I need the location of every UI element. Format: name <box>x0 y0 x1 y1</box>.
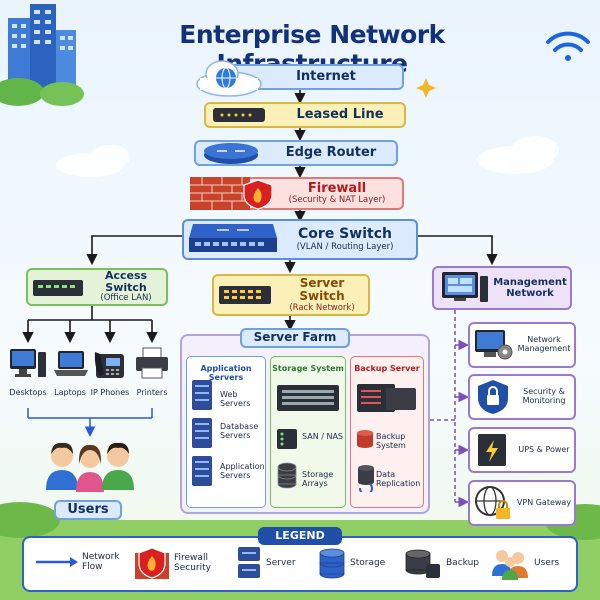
wifi-icon <box>546 31 590 61</box>
server-switch-sublabel: (Rack Network) <box>289 302 355 313</box>
desktop-icon <box>10 349 46 377</box>
cloud-globe-icon <box>196 60 262 97</box>
backup-icon <box>405 549 440 578</box>
data-replication-icon <box>358 465 374 492</box>
endpoint-laptops-label: Laptops <box>54 388 86 397</box>
management-network-label: Management Network <box>493 277 567 299</box>
router-icon <box>204 143 258 164</box>
ups-power-icon <box>478 434 506 466</box>
firewall-label: Firewall <box>307 180 367 196</box>
legend-firewall-security: Firewall Security <box>134 545 218 581</box>
users-icon <box>46 442 134 492</box>
users-node[interactable]: Users <box>54 500 122 520</box>
storage-icon <box>319 548 345 579</box>
access-switch-icon <box>33 280 83 296</box>
leased-line-label: Leased Line <box>296 106 384 122</box>
backup-icon <box>357 430 373 448</box>
monitor-gear-icon <box>475 330 513 360</box>
nas-icon <box>277 429 297 449</box>
cloud-decoration <box>56 136 559 177</box>
firewall-icon <box>190 177 273 210</box>
core-switch-label: Core Switch <box>298 226 392 243</box>
server-switch-label: Server Switch <box>299 276 345 304</box>
storage-san-nas[interactable]: SAN / NAS <box>302 432 343 441</box>
internet-label: Internet <box>296 68 356 84</box>
security-shield-icon <box>478 380 508 414</box>
laptop-icon <box>54 351 88 376</box>
users-label: Users <box>67 501 109 517</box>
server-switch-icon <box>219 286 271 304</box>
access-switch-sublabel: (Office LAN) <box>100 293 152 304</box>
firewall-shield-icon <box>135 547 169 579</box>
storage-array-icon <box>277 385 339 411</box>
endpoint-ipphones-label: IP Phones <box>90 388 130 397</box>
server-icon <box>192 380 212 486</box>
ip-phone-icon <box>94 352 124 378</box>
vpn-globe-lock-icon <box>475 486 510 519</box>
legend-backup: Backup <box>404 546 479 580</box>
server-switch-node[interactable]: Server Switch (Rack Network) <box>212 274 370 316</box>
management-console-icon <box>442 272 488 302</box>
backup-data-replication[interactable]: Data Replication <box>376 470 421 489</box>
server-farm-title: Server Farm <box>240 328 350 348</box>
endpoint-desktops-label: Desktops <box>9 388 47 397</box>
storage-title: Storage System <box>272 364 344 373</box>
users-icon <box>492 550 528 580</box>
app-web-servers[interactable]: Web Servers <box>220 390 251 409</box>
modem-icon <box>213 108 265 122</box>
storage-arrays[interactable]: Storage Arrays <box>302 470 334 489</box>
core-switch-icon <box>189 224 277 252</box>
server-icon <box>238 547 260 578</box>
core-switch-sublabel: (VLAN / Routing Layer) <box>296 241 394 252</box>
sparkle-icon <box>416 78 436 98</box>
building-icon <box>0 4 84 106</box>
app-database-servers[interactable]: Database Servers <box>220 422 259 441</box>
backup-system[interactable]: Backup System <box>376 432 406 451</box>
printer-icon <box>136 347 168 379</box>
app-application-servers[interactable]: Application Servers <box>220 462 265 481</box>
edge-router-label: Edge Router <box>285 144 377 160</box>
endpoint-printers-label: Printers <box>136 388 168 397</box>
storage-icon <box>277 462 297 489</box>
legend-storage: Storage <box>318 546 385 580</box>
backup-server-icon <box>357 384 416 412</box>
firewall-sublabel: (Security & NAT Layer) <box>288 194 386 205</box>
legend-server: Server <box>236 546 296 580</box>
backup-title: Backup Server <box>354 364 420 373</box>
legend-users: Users <box>490 546 559 580</box>
app-servers-title: Application Servers <box>200 364 252 382</box>
internet-node[interactable]: Internet <box>208 64 404 90</box>
access-switch-label: Access Switch <box>104 269 148 295</box>
arrow-right-icon <box>36 557 78 568</box>
legend-title: LEGEND <box>258 527 342 545</box>
legend-network-flow: Network Flow <box>34 552 120 573</box>
